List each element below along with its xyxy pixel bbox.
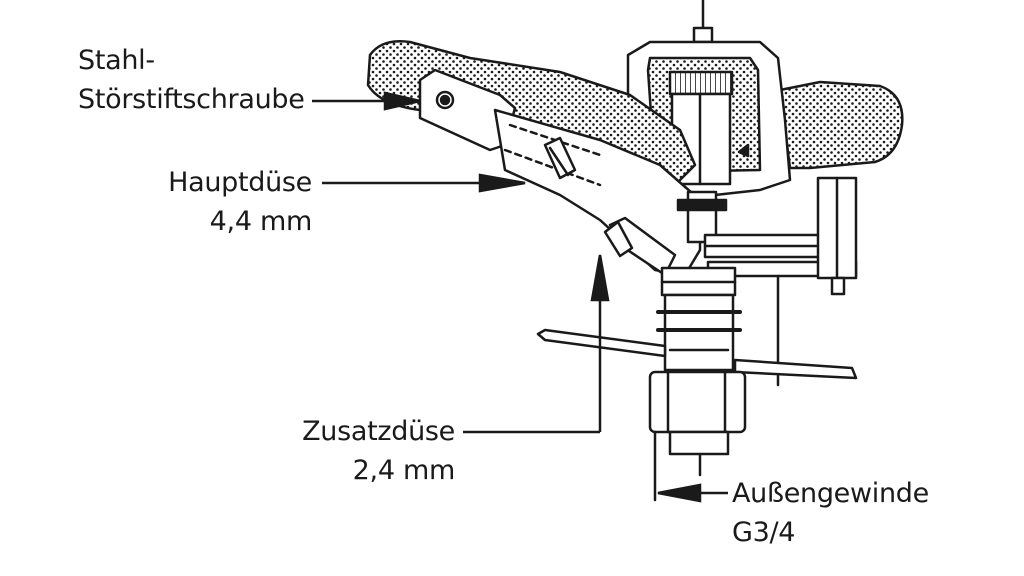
label-zusatzduse-line1: Zusatzdüse [302, 416, 455, 447]
riser [663, 293, 735, 372]
stahl-arrow [383, 91, 421, 111]
rocker-arm-right [778, 80, 904, 170]
label-hauptduse-line1: Hauptdüse [168, 167, 312, 198]
label-zusatzduse-line2: 2,4 mm [352, 455, 456, 486]
label-aussen-line2: G3/4 [732, 517, 796, 548]
label-stahl-line2: Störstiftschraube [78, 84, 305, 115]
hex-nut [648, 370, 747, 434]
label-hauptduse-line2: 4,4 mm [209, 206, 313, 237]
label-aussen-line1: Außengewinde [732, 478, 929, 509]
hauptduse-arrow [478, 173, 526, 193]
main-nozzle-tip [543, 136, 577, 180]
zusatzduse-arrow [590, 254, 610, 302]
label-stahl-line1: Stahl- [78, 45, 155, 76]
aussen-arrow [657, 483, 702, 503]
